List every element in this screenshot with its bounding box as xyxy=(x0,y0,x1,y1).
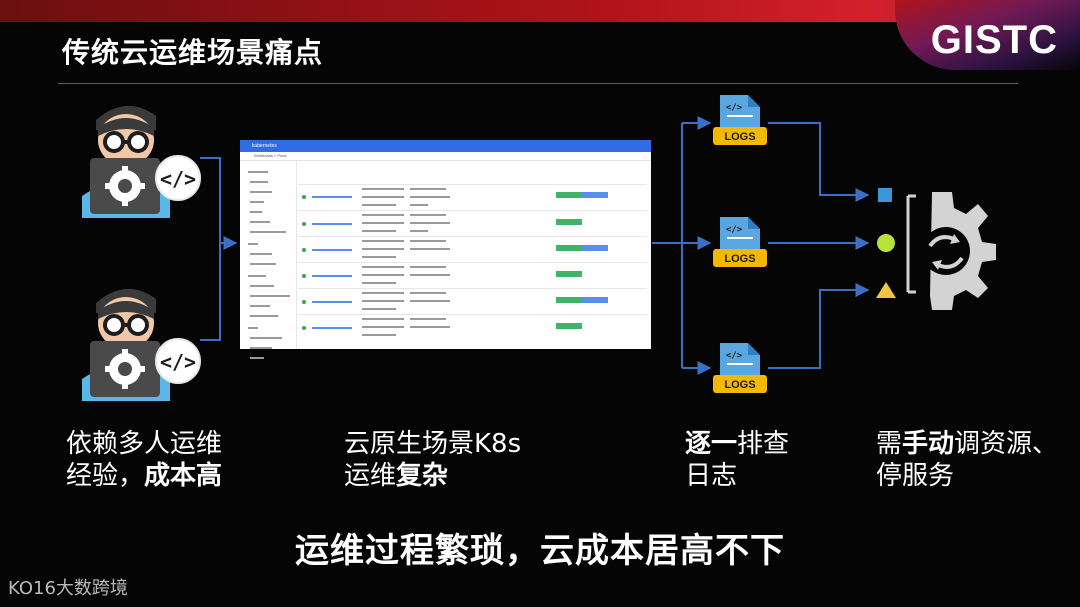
log-file-icon: </> LOGS xyxy=(713,95,767,145)
k8s-header-bar: kubernetes xyxy=(240,140,651,152)
caption-line: 停服务 xyxy=(876,461,955,491)
caption-line: 需手动调资源、 xyxy=(876,429,1059,459)
slide-title: 传统云运维场景痛点 xyxy=(62,36,324,69)
watermark: KO16大数跨境 xyxy=(8,578,128,599)
k8s-app-name: kubernetes xyxy=(252,143,277,149)
top-banner xyxy=(0,0,1080,22)
caption-manual-resources: 需手动调资源、 停服务 xyxy=(876,428,1058,492)
svg-text:</>: </> xyxy=(726,225,743,235)
svg-text:</>: </> xyxy=(160,350,196,374)
logs-label: LOGS xyxy=(724,379,755,391)
caption-line: 云原生场景K8s xyxy=(344,429,522,459)
caption-line: 依赖多人运维 xyxy=(66,429,223,459)
log-file-icon: </> LOGS xyxy=(713,217,767,267)
kubernetes-dashboard-screenshot: kubernetes Workloads > Pods xyxy=(240,140,651,359)
triangle-shape-icon xyxy=(876,282,896,298)
k8s-breadcrumb-bar: Workloads > Pods xyxy=(240,152,651,161)
caption-k8s-complex: 云原生场景K8s 运维复杂 xyxy=(344,428,521,492)
caption-line: 日志 xyxy=(685,461,738,491)
k8s-sidebar xyxy=(240,161,297,359)
logs-label: LOGS xyxy=(724,131,755,143)
circle-shape-icon xyxy=(877,234,895,252)
gistc-logo: GISTC xyxy=(930,18,1058,62)
engineer-illustration: </> xyxy=(82,288,201,401)
svg-text:</>: </> xyxy=(726,351,743,361)
engineer-illustration: </> xyxy=(82,105,201,218)
caption-manual-ops: 依赖多人运维 经验，成本高 xyxy=(66,428,222,492)
logo-corner-decoration xyxy=(895,0,1080,70)
caption-line: 运维复杂 xyxy=(344,461,449,491)
gear-icon xyxy=(922,192,996,310)
k8s-breadcrumb: Workloads > Pods xyxy=(254,153,287,158)
title-divider xyxy=(58,83,1018,84)
resource-gear-group xyxy=(876,188,996,310)
caption-line: 逐一排查 xyxy=(685,429,790,459)
log-file-icon: </> LOGS xyxy=(713,343,767,393)
svg-text:</>: </> xyxy=(160,167,196,191)
square-shape-icon xyxy=(878,188,892,202)
svg-text:</>: </> xyxy=(726,103,743,113)
logs-label: LOGS xyxy=(724,253,755,265)
caption-line: 经验，成本高 xyxy=(66,461,223,491)
summary-text: 运维过程繁琐，云成本居高不下 xyxy=(295,531,785,571)
caption-log-check: 逐一排查 日志 xyxy=(685,428,789,492)
